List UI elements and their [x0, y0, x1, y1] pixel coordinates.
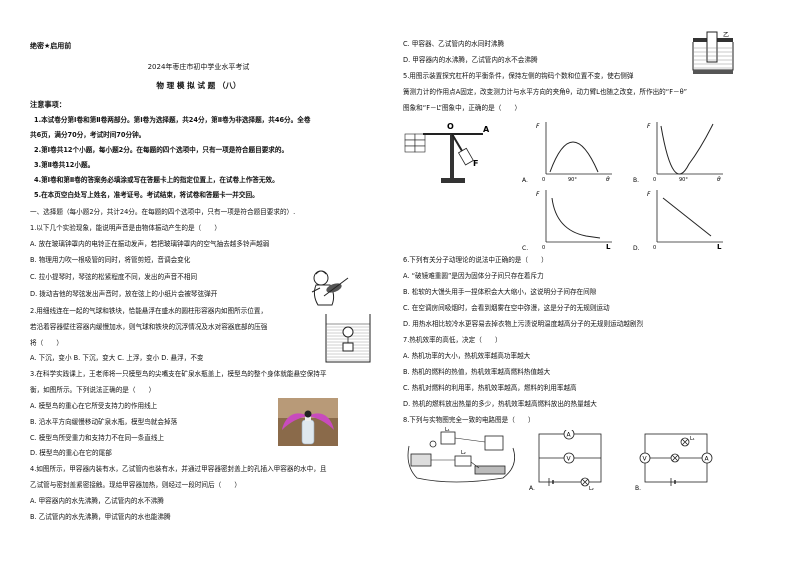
beaker-balloon-illustration	[325, 314, 371, 363]
q3-option-c: C. 模型鸟所受重力和支持力不在同一条直线上	[30, 434, 165, 442]
diagram-a-label: A.	[529, 485, 535, 490]
graph-a-tick: 90°	[568, 177, 577, 183]
graph-d-label: D.	[633, 245, 640, 252]
physical-l2-label: L₂	[461, 450, 466, 456]
graph-b-label: B.	[633, 177, 639, 184]
graph-b: F 0 90° θ B.	[633, 122, 723, 184]
notes-heading: 注意事项：	[30, 100, 66, 109]
graph-a: F 0 90° θ A.	[522, 122, 612, 184]
note-1b: 共6页，满分70分，考试时间70分钟。	[30, 131, 146, 139]
note-5: 5.在本页空白处写上姓名，准考证号。考试结束，将试卷和答题卡一并交回。	[34, 191, 259, 199]
graph-b-origin: 0	[653, 177, 656, 183]
diagram-b-voltmeter: V	[643, 456, 648, 463]
q1-option-a: A. 放在玻璃钟罩内的电铃正在振动发声，若把玻璃钟罩内的空气抽去越多铃声越弱	[30, 240, 270, 248]
q1-option-c: C. 拉小提琴时，琴弦的松紧程度不同，发出的声音不相同	[30, 273, 198, 281]
graph-c-origin: 0	[542, 245, 545, 251]
point-a-label: A	[483, 125, 490, 134]
q7-option-b: B. 热机的燃料的热值，热机效率越高燃料热值越大	[403, 368, 551, 376]
q6-option-c: C. 在空调房间吸烟时，会看到烟雾在空中弥漫，这是分子的无规则运动	[403, 304, 610, 312]
heating-container-illustration: 乙	[692, 31, 734, 74]
lever-apparatus: O A F	[404, 122, 490, 183]
circuit-diagram-a: A V L₂ A.	[529, 430, 602, 490]
note-2: 2.第Ⅰ卷共12个小题，每小题2分。在每题的四个选项中，只有一项是符合题目要求的…	[34, 146, 289, 154]
q4-option-d: D. 甲容器内的水沸腾，乙试管内的水不会沸腾	[403, 56, 538, 64]
q7-stem: 7.热机效率的高低，决定（ ）	[403, 336, 502, 344]
subject-title: 物 理 模 拟 试 题 （八）	[156, 81, 241, 90]
test-tube-label: 乙	[723, 32, 729, 39]
graph-a-x-axis: θ	[606, 176, 610, 183]
exam-title: 2024年枣庄市初中学业水平考试	[147, 63, 250, 71]
secret-label: 绝密★启用前	[30, 42, 72, 50]
graph-b-x-axis: θ	[717, 176, 721, 183]
q2-options: A. 下沉，变小 B. 下沉，变大 C. 上浮，变小 D. 悬浮，不变	[30, 354, 204, 362]
graph-c-x-axis: L	[606, 243, 611, 251]
q3-option-d: D. 模型鸟的重心在它的尾部	[30, 449, 112, 457]
note-3: 3.第Ⅱ卷共12小题。	[34, 161, 95, 169]
graph-c: F 0 L C.	[522, 190, 612, 252]
q2-stem-1: 2.用细线连在一起的气球和铁块，恰能悬浮在盛水的圆柱形容器内如图所示位置，	[30, 307, 268, 315]
q6-stem: 6.下列有关分子动理论的说法中正确的是（ ）	[403, 256, 548, 264]
graph-d: F 0 L D.	[633, 190, 723, 252]
diagram-b-l1: L₁	[690, 436, 695, 442]
q6-option-a: A. “破镜难重圆”是因为固体分子间只存在着斥力	[403, 272, 544, 280]
force-label: F	[473, 159, 478, 168]
q2-stem-3: 将（ ）	[30, 339, 63, 347]
note-1a: 1.本试卷分第Ⅰ卷和第Ⅱ卷两部分。第Ⅰ卷为选择题，共24分，第Ⅱ卷为非选择题，共…	[34, 116, 311, 124]
section1-heading: 一、选择题（每小题2分，共计24分。在每题的四个选项中，只有一项是符合题目要求的…	[30, 208, 296, 216]
q5-stem-1: 5.用图示装置探究杠杆的平衡条件，保持左侧的钩码个数和位置不变，使右侧弹	[403, 72, 634, 80]
graph-d-origin: 0	[653, 245, 656, 251]
graph-b-y-axis: F	[647, 123, 651, 130]
q7-option-d: D. 热机的燃料放出热量的多少，热机效率越高燃料放出的热量越大	[403, 400, 597, 408]
q5-stem-3: 图象和“F－L”图象中，正确的是（ ）	[403, 104, 522, 112]
violinist-illustration	[311, 270, 349, 306]
graph-a-origin: 0	[542, 177, 545, 183]
q4-option-a: A. 甲容器内的水先沸腾，乙试管内的水不沸腾	[30, 497, 164, 505]
q7-option-c: C. 热机对燃料的利用率，热机效率越高，燃料的利用率越高	[403, 384, 577, 392]
q7-option-a: A. 热机功率的大小，热机效率越高功率越大	[403, 352, 531, 360]
diagram-b-label: B.	[635, 485, 641, 490]
physical-l1-label: L₁	[445, 427, 450, 433]
pivot-label: O	[447, 122, 454, 131]
q4-stem-2: 乙试管与密封盖紧密接触。现给甲容器加热，则经过一段时间后（ ）	[30, 481, 241, 489]
q1-option-b: B. 物理用力吹一根吸管的同时，将管剪短，音调会变化	[30, 256, 191, 264]
graph-a-y-axis: F	[536, 123, 540, 130]
diagram-a-l2: L₂	[589, 486, 594, 490]
graph-c-label: C.	[522, 245, 528, 252]
physical-circuit-illustration: L₁ L₂	[407, 427, 516, 483]
diagram-a-voltmeter: V	[567, 456, 572, 463]
q3-stem-2: 衡，如图所示。下列说法正确的是（ ）	[30, 386, 156, 394]
q3-option-a: A. 模型鸟的重心在它所受支持力的作用线上	[30, 402, 158, 410]
diagram-a-ammeter: A	[567, 432, 572, 439]
q1-option-d: D. 拨动吉他的琴弦发出声音时，放在弦上的小纸片会被琴弦弹开	[30, 290, 218, 298]
circuit-diagram-b: L₁ V A B.	[635, 433, 713, 490]
q4-option-b: B. 乙试管内的水先沸腾，甲试管内的水也能沸腾	[30, 513, 171, 521]
q4-option-c: C. 甲容器、乙试管内的水同时沸腾	[403, 40, 505, 48]
model-bird-photo	[278, 398, 338, 446]
q4-stem-1: 4.如图所示，甲容器内装有水，乙试管内也装有水，并通过甲容器密封盖上的孔插入甲容…	[30, 465, 327, 473]
q1-stem: 1.以下几个实验现象，能说明声音是由物体振动产生的是（ ）	[30, 224, 221, 232]
note-4: 4.第Ⅰ卷和第Ⅱ卷的答案务必填涂或写在答题卡上的指定位置上，在试卷上作答无效。	[34, 176, 279, 184]
q3-stem-1: 3.在科学实践课上，王老师将一只模型鸟的尖嘴支在矿泉水瓶盖上，模型鸟的整个身体就…	[30, 370, 327, 378]
graph-d-y-axis: F	[647, 191, 651, 198]
graph-d-x-axis: L	[717, 243, 722, 251]
q8-stem: 8.下列与实物图完全一致的电路图是（ ）	[403, 416, 535, 424]
q5-stem-2: 簧测力计的作用点A固定，改变测力计与水平方向的夹角θ，动力臂L也随之改变，所作出…	[403, 88, 688, 96]
graph-a-label: A.	[522, 177, 528, 184]
q6-option-d: D. 用热水相比较冷水更容易去掉衣物上污渍说明温度越高分子的无规则运动越剧烈	[403, 320, 644, 328]
q3-option-b: B. 沿水平方向缓慢移动矿泉水瓶，模型鸟就会掉落	[30, 418, 178, 426]
graph-c-y-axis: F	[536, 191, 540, 198]
graph-b-tick: 90°	[679, 177, 688, 183]
q6-option-b: B. 松软的大馒头用手一捏体积会大大缩小，这说明分子间存在间隙	[403, 288, 597, 296]
q2-stem-2: 若沿着容器壁往容器内缓慢加水，则气球和铁块的沉浮情况及水对容器底部的压强	[30, 323, 268, 331]
diagram-b-ammeter: A	[705, 456, 710, 463]
